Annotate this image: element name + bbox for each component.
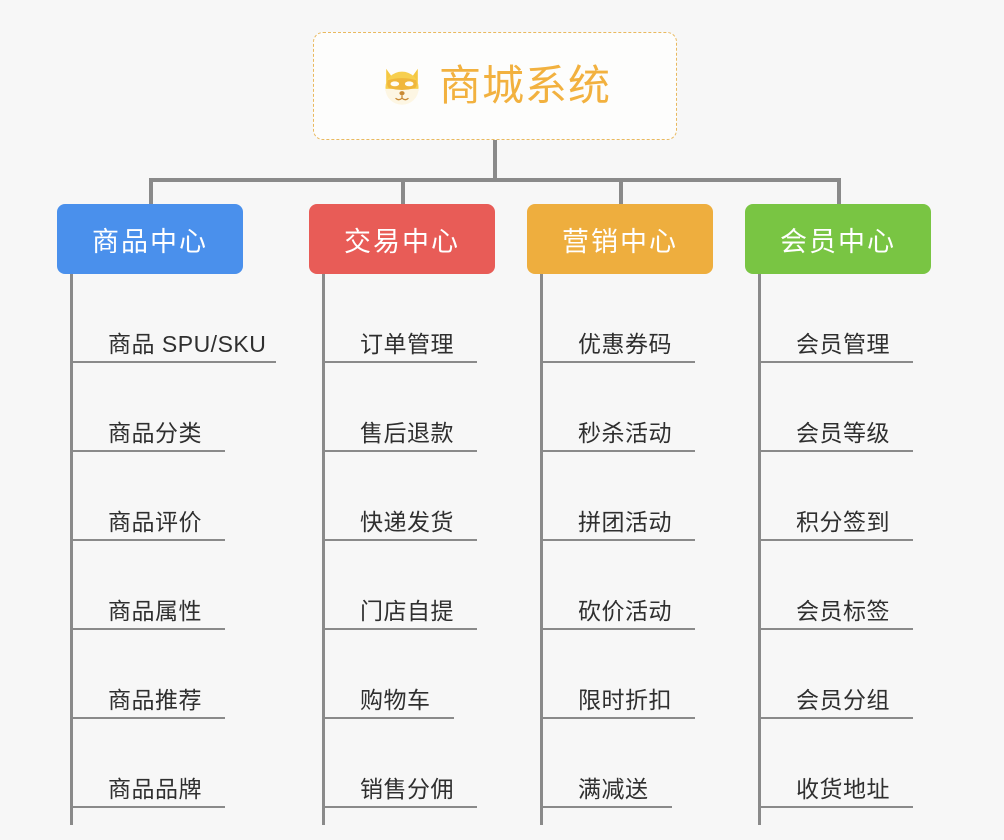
branch-spine-4 [758, 274, 761, 825]
category-node-1[interactable]: 商品中心 [57, 204, 243, 274]
leaf-label: 拼团活动 [578, 508, 672, 535]
leaf-label: 会员管理 [796, 330, 890, 357]
branch-drop-connector-4 [837, 178, 841, 206]
leaf-label: 限时折扣 [578, 686, 672, 713]
category-node-2[interactable]: 交易中心 [309, 204, 495, 274]
list-item[interactable]: 收货地址 [758, 719, 913, 808]
branch-spine-2 [322, 274, 325, 825]
leaf-label: 会员等级 [796, 419, 890, 446]
category-label-4: 会员中心 [780, 226, 896, 257]
leaf-label: 售后退款 [360, 419, 454, 446]
branch-drop-connector-2 [401, 178, 405, 206]
list-item[interactable]: 销售分佣 [322, 719, 477, 808]
list-item[interactable]: 商品分类 [70, 363, 225, 452]
leaf-label: 门店自提 [360, 597, 454, 624]
category-label-3: 营销中心 [562, 226, 678, 257]
list-item[interactable]: 商品 SPU/SKU [70, 274, 276, 363]
leaf-label: 商品属性 [108, 597, 202, 624]
category-label-2: 交易中心 [344, 226, 460, 257]
root-node[interactable]: 商城系统 [313, 32, 677, 140]
list-item[interactable]: 购物车 [322, 630, 454, 719]
root-title: 商城系统 [438, 62, 611, 109]
leaf-label: 订单管理 [360, 330, 454, 357]
category-label-1: 商品中心 [92, 226, 208, 257]
branch-drop-connector-1 [149, 178, 153, 206]
leaf-label: 优惠券码 [578, 330, 672, 357]
list-item[interactable]: 商品评价 [70, 452, 225, 541]
leaf-label: 商品品牌 [108, 775, 202, 802]
leaf-label: 商品 SPU/SKU [108, 330, 267, 357]
list-item[interactable]: 会员分组 [758, 630, 913, 719]
list-item[interactable]: 拼团活动 [540, 452, 695, 541]
shiba-dog-face-icon [379, 63, 425, 109]
leaf-label: 积分签到 [796, 508, 890, 535]
branch-spine-3 [540, 274, 543, 825]
category-node-4[interactable]: 会员中心 [745, 204, 931, 274]
list-item[interactable]: 会员等级 [758, 363, 913, 452]
list-item[interactable]: 积分签到 [758, 452, 913, 541]
list-item[interactable]: 优惠券码 [540, 274, 695, 363]
list-item[interactable]: 快递发货 [322, 452, 477, 541]
leaf-label: 销售分佣 [360, 775, 454, 802]
list-item[interactable]: 会员标签 [758, 541, 913, 630]
list-item[interactable]: 砍价活动 [540, 541, 695, 630]
leaf-label: 会员标签 [796, 597, 890, 624]
category-node-3[interactable]: 营销中心 [527, 204, 713, 274]
list-item[interactable]: 门店自提 [322, 541, 477, 630]
list-item[interactable]: 商品品牌 [70, 719, 225, 808]
leaf-label: 商品评价 [108, 508, 202, 535]
branch-drop-connector-3 [619, 178, 623, 206]
list-item[interactable]: 商品属性 [70, 541, 225, 630]
leaf-label: 商品分类 [108, 419, 202, 446]
leaf-label: 秒杀活动 [578, 419, 672, 446]
branch-bus-connector [149, 178, 841, 182]
leaf-label: 商品推荐 [108, 686, 202, 713]
leaf-label: 砍价活动 [578, 597, 672, 624]
list-item[interactable]: 订单管理 [322, 274, 477, 363]
list-item[interactable]: 商品推荐 [70, 630, 225, 719]
leaf-label: 满减送 [578, 775, 649, 802]
leaf-label: 快递发货 [360, 508, 454, 535]
root-stem-connector [493, 140, 497, 182]
list-item[interactable]: 满减送 [540, 719, 672, 808]
leaf-label: 收货地址 [796, 775, 890, 802]
list-item[interactable]: 会员管理 [758, 274, 913, 363]
branch-spine-1 [70, 274, 73, 825]
leaf-label: 会员分组 [796, 686, 890, 713]
list-item[interactable]: 售后退款 [322, 363, 477, 452]
leaf-label: 购物车 [360, 686, 431, 713]
list-item[interactable]: 限时折扣 [540, 630, 695, 719]
list-item[interactable]: 秒杀活动 [540, 363, 695, 452]
